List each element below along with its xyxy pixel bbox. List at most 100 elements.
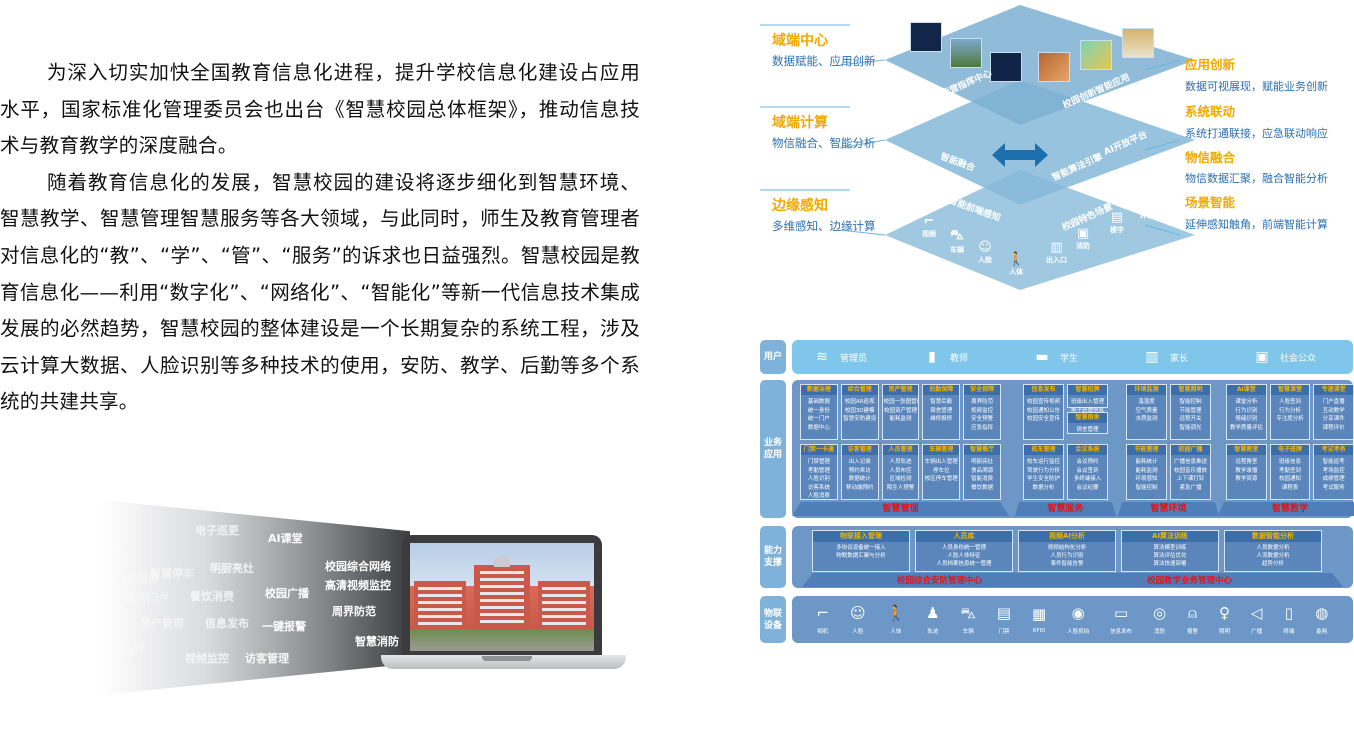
app-card-title: 智慧班牌 xyxy=(1068,385,1107,395)
app-card[interactable]: 人员管理人员轨迹人员布控区域检测陌生人预警 xyxy=(881,444,920,500)
app-card-items: 班级出入管理电子班牌信息 xyxy=(1068,395,1107,418)
app-card[interactable]: 智慧教室远程教室教学录播教学资源 xyxy=(1226,444,1267,500)
app-card-item: 行为分析 xyxy=(1278,407,1301,414)
capability-card[interactable]: 人员库人员身份统一管理人脸人体特征人员档案信息统一管理 xyxy=(915,530,1013,572)
app-card[interactable]: 考试考务智能巡考考场监控成绩管理考试服务 xyxy=(1313,444,1354,500)
app-card[interactable]: 校园广播广播信息推送校园音乐播放上下课打铃紧急广播 xyxy=(1170,444,1211,500)
app-card[interactable]: 会议系统会议预约会议签到多终端接入会议纪要 xyxy=(1067,444,1108,500)
iso-device-icon: ⛍ xyxy=(950,228,964,243)
user-label: 管理员 xyxy=(840,353,868,364)
bulb-icon: ♀ xyxy=(1218,604,1230,622)
screenshot-map xyxy=(1080,40,1112,70)
device-item[interactable]: ⌐相机 xyxy=(816,604,829,635)
capability-card[interactable]: 物联接入管理多协议设备统一接入物联数据汇聚与分析 xyxy=(812,530,910,572)
device-item[interactable]: 🚶人体 xyxy=(887,604,906,635)
app-card-title: 人员管理 xyxy=(882,445,919,455)
user-item[interactable]: ▮教师 xyxy=(902,349,1012,365)
app-card-item: 考勤签到 xyxy=(1278,467,1301,474)
device-label: 轨迹 xyxy=(927,629,939,635)
app-card-title: 环境监测 xyxy=(1127,385,1166,395)
device-item[interactable]: ▤门禁 xyxy=(997,604,1011,635)
capability-title: AI算法训练 xyxy=(1122,531,1218,542)
app-card-item: 互动教学 xyxy=(1322,407,1345,414)
capability-card[interactable]: 数据智能分析人员数据分析人流数据分析趋势分析 xyxy=(1224,530,1322,572)
app-card[interactable]: 数据治理基础数据统一身份统一门户数据中心 xyxy=(800,384,838,440)
app-card[interactable]: 节能管理能耗统计能耗监测环境感知智能控制 xyxy=(1126,444,1167,500)
iso-device-2: ☺人脸 xyxy=(978,240,992,265)
book-icon: ▣ xyxy=(1255,349,1269,365)
app-card-items: 明厨亮灶食品溯源智能消费餐饮数据 xyxy=(964,455,1000,495)
device-item[interactable]: ◉人脸抓拍 xyxy=(1067,604,1089,635)
app-card-title: 智慧课堂 xyxy=(1270,385,1310,395)
beam-word: 周界防范 xyxy=(332,605,376,618)
app-card-items: 课堂分析行为识别情绪识别教学质量评估 xyxy=(1227,395,1266,435)
app-card-item: 校园通知公告 xyxy=(1026,407,1060,414)
device-item[interactable]: ▭信息发布 xyxy=(1110,604,1132,635)
app-card-item: 校园安全宣传 xyxy=(1026,416,1060,422)
right-sub-scene: 延伸感知触角，前端智能计算 xyxy=(1185,218,1328,231)
bookmark-icon: ▮ xyxy=(928,349,936,365)
app-card[interactable]: 电子班牌班级信息考勤签到校园通知课程表 xyxy=(1269,444,1311,500)
app-card[interactable]: 资产管理校园一张图管理校园资产管理能耗监测 xyxy=(881,384,920,440)
app-card[interactable]: 智慧宿舍宿舍管理 xyxy=(1067,412,1108,434)
device-item[interactable]: ▯终端 xyxy=(1283,604,1294,635)
user-item[interactable]: ≋ 管理员 xyxy=(792,349,902,365)
capability-card[interactable]: AI算法训练算法模型训练算法评估优化算法快速部署 xyxy=(1121,530,1219,572)
user-item[interactable]: ▬学生 xyxy=(1012,349,1122,365)
app-card[interactable]: 智慧照明智能控制节能管理远程开关智能调光 xyxy=(1170,384,1211,440)
app-card-title: 会议系统 xyxy=(1068,445,1107,455)
device-item[interactable]: ◍能耗 xyxy=(1315,604,1328,635)
iso-device-label: 人体 xyxy=(1009,268,1024,276)
app-card[interactable]: 信息发布校园宣传视频校园通知公告校园安全宣传 xyxy=(1023,384,1064,440)
architecture-diagram: 用户 业务应用 能力支撑 物联设备 ≋管理员▮教师▬学生▥家长▣社会公众 数据治… xyxy=(760,340,1354,645)
device-label: 人脸 xyxy=(852,629,864,635)
user-label: 家长 xyxy=(1170,353,1189,364)
app-card[interactable]: AI课堂课堂分析行为识别情绪识别教学质量评估 xyxy=(1226,384,1267,440)
iso-device-label: 楼宇 xyxy=(1110,226,1124,234)
capability-card[interactable]: 视频AI分析视频结构化分析人员行为识别事件智能告警 xyxy=(1018,530,1116,572)
user-item[interactable]: ▥家长 xyxy=(1122,349,1232,365)
app-card[interactable]: 智慧课堂人脸签到行为分析专注度分析 xyxy=(1269,384,1311,440)
app-card[interactable]: 后勤保障智慧后勤宿舍管理维修报修 xyxy=(922,384,961,440)
beam-word: 智慧停车 xyxy=(150,567,194,580)
app-card-item: 能耗监测 xyxy=(889,416,912,422)
app-card[interactable]: 环境监测温湿度空气质量水质监测 xyxy=(1126,384,1167,440)
iso-device-label: 视频 xyxy=(922,230,936,238)
iso-device-icon: ⌐ xyxy=(923,214,935,229)
app-card[interactable]: 智慧班牌班级出入管理电子班牌信息 xyxy=(1067,384,1108,414)
app-card-item: 会议签到 xyxy=(1076,467,1099,474)
app-card[interactable]: 综合管理校园AR巡视校园3D建模智慧安防建设 xyxy=(840,384,879,440)
app-card[interactable]: 校车管理校车运行监控驾驶行为分析学生安全防护数据分析 xyxy=(1023,444,1064,500)
person-walk-icon: 🚶 xyxy=(886,604,906,622)
app-card-title: 节能管理 xyxy=(1127,445,1166,455)
device-item[interactable]: ⛍车辆 xyxy=(961,604,976,635)
device-label: 广播 xyxy=(1251,629,1263,635)
app-card[interactable]: 门禁一卡通门禁管理考勤管理人脸识别访客系统人脸消费 xyxy=(800,444,838,500)
app-card-title: 后勤保障 xyxy=(923,385,960,395)
capability-item: 人员行为识别 xyxy=(1050,553,1084,559)
isometric-architecture: 域端中心 数据赋能、应用创新 域端计算 物信融合、智能分析 边缘感知 多维感知、… xyxy=(750,0,1350,300)
app-card[interactable]: 专递课堂门户直播互动教学分享课件课程评价 xyxy=(1313,384,1354,440)
user-item[interactable]: ▣社会公众 xyxy=(1232,349,1342,365)
beam-word: 综合门户 xyxy=(125,592,169,605)
device-item[interactable]: ⍝报警 xyxy=(1187,604,1198,635)
app-card[interactable]: 车辆管理车辆出入管理停车位校区停车管理 xyxy=(922,444,961,500)
app-card[interactable]: 访客管理出入记录预约来访数据统计移动端预约 xyxy=(840,444,879,500)
layers-icon: ≋ xyxy=(816,349,828,365)
beam-word: 信息发布 xyxy=(205,617,249,630)
right-sub-app: 数据可视展现，赋能业务创新 xyxy=(1185,80,1328,93)
device-item[interactable]: ◁广播 xyxy=(1251,604,1263,635)
app-card-title: 智慧教室 xyxy=(1227,445,1266,455)
device-label: 报警 xyxy=(1187,629,1199,635)
device-item[interactable]: ♟轨迹 xyxy=(926,604,939,635)
device-item[interactable]: ♀照明 xyxy=(1219,604,1230,635)
app-card-items: 校园AR巡视校园3D建模智慧安防建设 xyxy=(842,395,878,427)
app-card[interactable]: 智慧餐厅明厨亮灶食品溯源智能消费餐饮数据 xyxy=(963,444,1001,500)
device-item[interactable]: ◎消防 xyxy=(1153,604,1166,635)
app-card[interactable]: 安全保障周界防范视频监控安全预警应急指挥 xyxy=(963,384,1001,440)
device-item[interactable]: ☺人脸 xyxy=(850,604,866,635)
middle-layer xyxy=(885,80,1195,205)
bottom-layer xyxy=(885,170,1195,290)
device-item[interactable]: ▦RFID xyxy=(1032,605,1046,634)
app-card-item: 广播信息推送 xyxy=(1173,459,1207,465)
